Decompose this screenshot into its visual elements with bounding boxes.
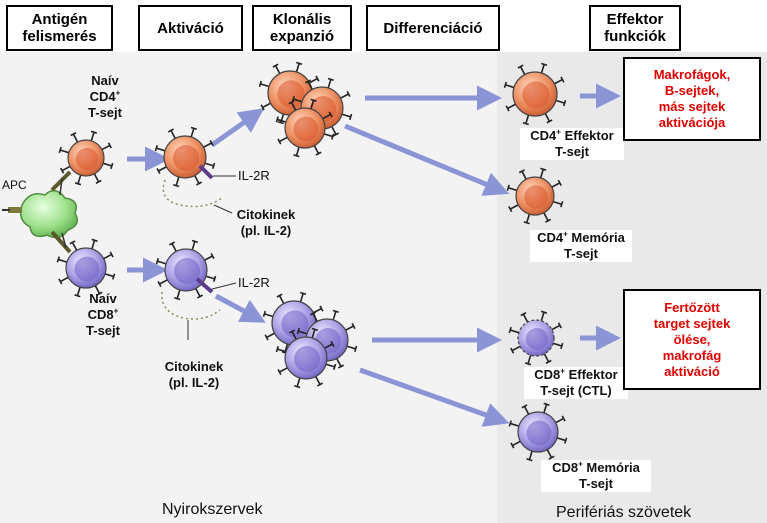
cytokines-top-label: Citokinek (pl. IL-2) (226, 207, 306, 239)
header-effector-line2: funkciók (604, 28, 666, 45)
cytokines-bottom-line1: Citokinek (164, 359, 224, 374)
activated-cd8-cell (155, 239, 217, 301)
header-activation: Aktiváció (138, 5, 243, 51)
cd8-effector-rest: Effektor (564, 367, 618, 382)
caption-lymphoid-organs: Nyirokszervek (162, 501, 263, 518)
cd8-effector-line2: T-sejt (CTL) (540, 383, 612, 398)
effector-cd4-cell (503, 62, 567, 126)
cd4-memory-sup: + (563, 229, 568, 239)
naive-cd8-line1: Naív (89, 291, 117, 306)
cd8-function-line2: target sejtek (653, 315, 731, 331)
cd8-memory-main: CD8 (552, 460, 579, 475)
cd4-effector-sup: + (556, 127, 561, 137)
cd8-memory-line1: CD8+ Memória (541, 460, 651, 476)
cd4-memory-label: CD4+ Memória T-sejt (530, 230, 632, 262)
cd8-effector-main: CD8 (534, 367, 561, 382)
cd8-function-line5: aktiváció (664, 363, 720, 379)
cd8-memory-rest: Memória (582, 460, 640, 475)
header-effector-line1: Effektor (606, 11, 664, 28)
naive-cd8-main: CD8 (87, 307, 114, 322)
cd8-memory-label: CD8+ Memória T-sejt (541, 460, 651, 492)
cd8-effector-label: CD8+ Effektor T-sejt (CTL) (524, 367, 628, 399)
header-differentiation-label: Differenciáció (383, 19, 483, 37)
cd8-effector-sup: + (560, 366, 565, 376)
header-activation-label: Aktiváció (157, 19, 224, 37)
naive-cd8-line3: T-sejt (86, 323, 120, 338)
il2-receptors (195, 164, 214, 294)
cd4-function-box: Makrofágok, B-sejtek, más sejtek aktivác… (623, 57, 761, 141)
naive-cd4-main: CD4 (89, 89, 116, 104)
il2r-top-label: IL-2R (238, 168, 270, 183)
cd8-function-line1: Fertőzött (664, 299, 720, 315)
arrow-cd8-expansion (214, 293, 266, 323)
naive-cd4-line3: T-sejt (88, 105, 122, 120)
cd8-effector-line1: CD8+ Effektor (524, 367, 628, 383)
cd4-function-line3: más sejtek (658, 99, 726, 114)
naive-cd4-line2: CD4+ (76, 89, 134, 105)
cytokines-top-line2: (pl. IL-2) (240, 223, 292, 238)
arrow-cd8-memory (359, 367, 510, 427)
cd4-effector-label: CD4+ Effektor T-sejt (520, 128, 624, 160)
cytokine-dots (161, 179, 223, 320)
cd4-memory-main: CD4 (537, 230, 564, 245)
cd8-function-line4: makrofág (662, 347, 722, 363)
header-differentiation: Differenciáció (366, 5, 500, 51)
cd8-memory-sup: + (578, 459, 583, 469)
arrow-cd4-memory (344, 123, 510, 196)
arrows (127, 83, 621, 427)
cd4-function-line2: B-sejtek, (664, 83, 720, 98)
cytokines-top-line1: Citokinek (236, 207, 296, 222)
cd8-function-box: Fertőzött target sejtek ölése, makrofág … (623, 289, 761, 390)
cd4-effector-line1: CD4+ Effektor (520, 128, 624, 144)
naive-cd4-cell (58, 130, 114, 186)
cells-layer (56, 61, 568, 462)
apc-cell (2, 170, 79, 254)
apc-label: APC (2, 178, 27, 192)
memory-cd8-cell (508, 402, 568, 462)
header-effector-functions: Effektor funkciók (589, 5, 681, 51)
cd4-effector-line2: T-sejt (555, 144, 589, 159)
cd4-memory-line1: CD4+ Memória (530, 230, 632, 246)
header-clonal-line1: Klonális (272, 11, 332, 28)
naive-cd8-sup: + (113, 306, 119, 316)
cytokines-bottom-label: Citokinek (pl. IL-2) (154, 359, 234, 391)
activated-cd4-cell (154, 126, 216, 188)
arrow-cd4-expansion (210, 108, 265, 148)
effector-cd8-cell (508, 310, 564, 366)
cd4-effector-rest: Effektor (560, 128, 614, 143)
naive-cd8-line2: CD8+ (74, 307, 132, 323)
naive-cd8-label: Naív CD8+ T-sejt (74, 291, 132, 339)
cd8-memory-line2: T-sejt (579, 476, 613, 491)
cd4-effector-main: CD4 (530, 128, 557, 143)
il2r-bottom-label: IL-2R (238, 275, 270, 290)
cd4-function-line1: Makrofágok, (653, 67, 731, 82)
cytokines-bottom-line2: (pl. IL-2) (168, 375, 220, 390)
header-clonal-expansion: Klonális expanzió (252, 5, 352, 51)
clone-cd8-cell-c (275, 327, 337, 389)
clone-cd4-cell-c (275, 98, 335, 158)
cd4-memory-rest: Memória (567, 230, 625, 245)
label-leaders (187, 175, 237, 340)
memory-cd4-cell (506, 167, 564, 225)
header-antigen-line1: Antigén (31, 11, 88, 28)
cd4-memory-line2: T-sejt (564, 246, 598, 261)
naive-cd4-sup: + (115, 88, 121, 98)
cd8-function-line3: ölése, (673, 331, 711, 347)
header-clonal-line2: expanzió (269, 28, 335, 45)
naive-cd4-label: Naív CD4+ T-sejt (76, 73, 134, 121)
cd4-function-line4: aktivációja (658, 115, 726, 130)
caption-peripheral-tissues: Perifériás szövetek (556, 504, 692, 521)
header-antigen-line2: felismerés (22, 28, 97, 45)
naive-cd4-line1: Naív (91, 73, 119, 88)
naive-cd8-cell (56, 238, 116, 298)
header-antigen-recognition: Antigén felismerés (6, 5, 113, 51)
